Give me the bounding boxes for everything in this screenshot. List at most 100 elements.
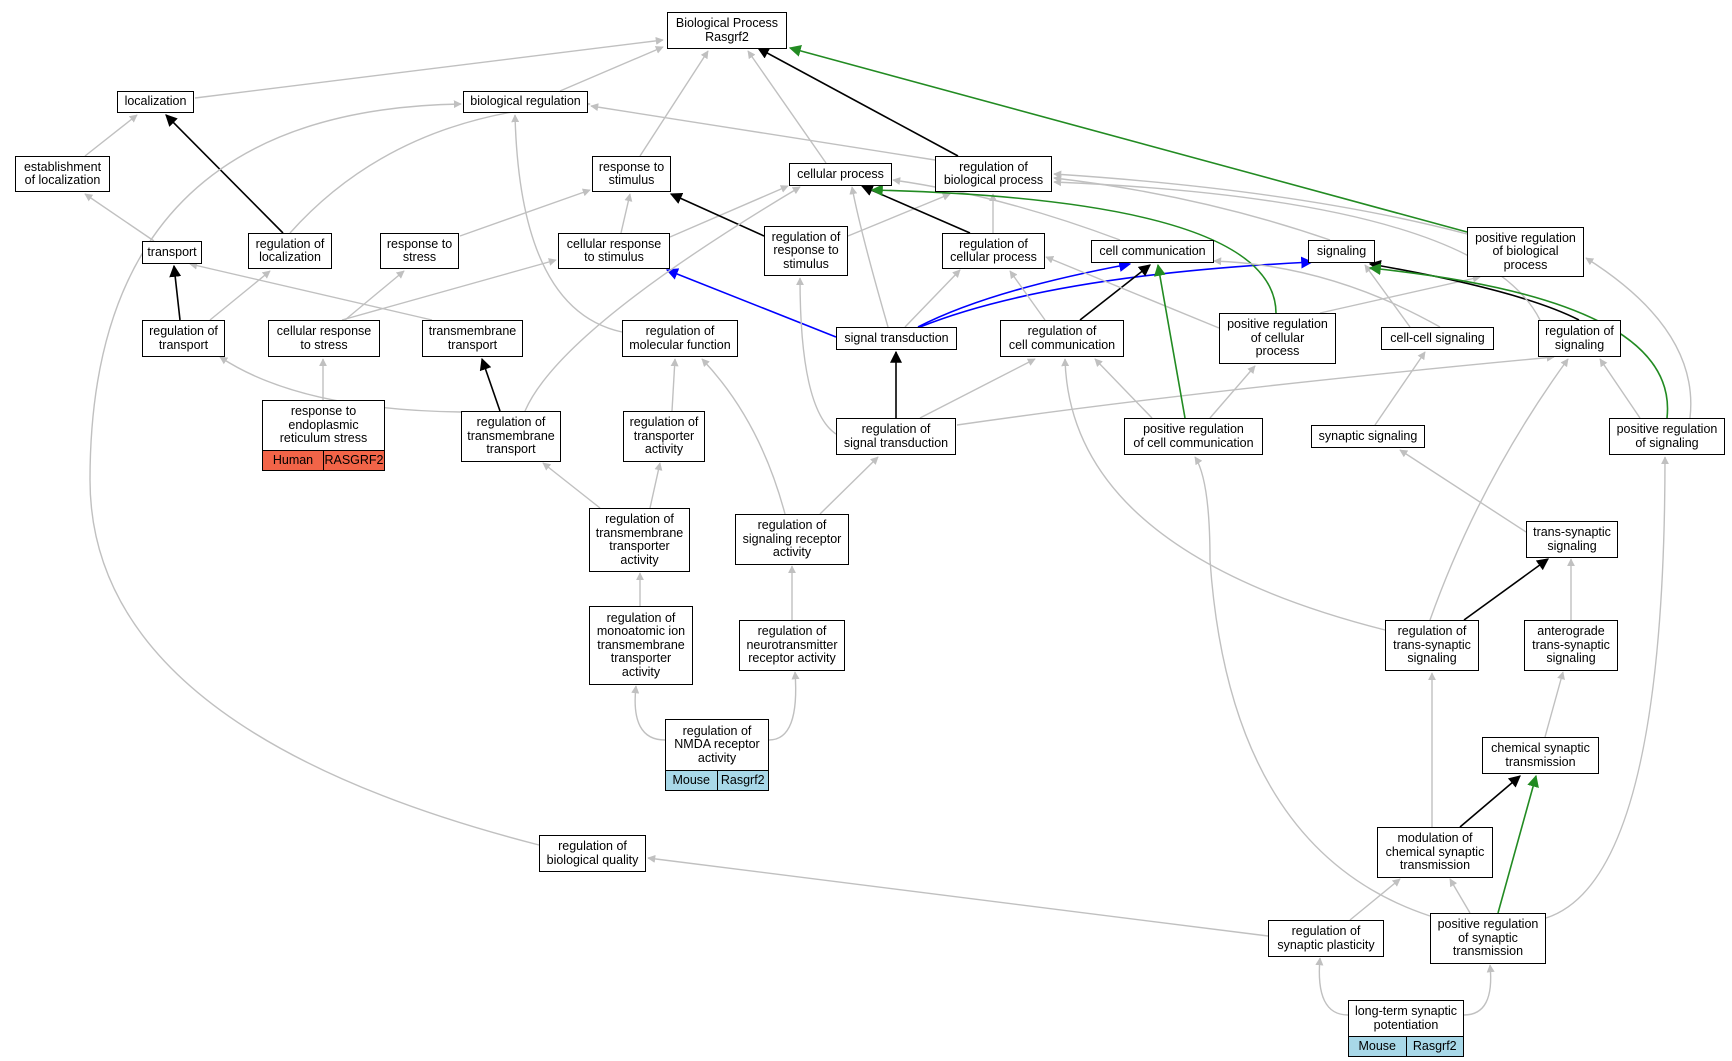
node-label: regulation of signaling receptor activit… [742, 518, 842, 560]
edge-reg-signal-transduction-to-reg-cell-comm [919, 358, 1036, 419]
node-regulation-of-transport[interactable]: regulation of transport [142, 320, 225, 357]
node-label: biological regulation [470, 94, 581, 109]
node-regulation-of-signaling-receptor-activity[interactable]: regulation of signaling receptor activit… [735, 514, 849, 565]
edge-cellular-response-to-stress-to-cellular-response-to-stimulus [341, 258, 557, 321]
edge-reg-synaptic-plasticity-to-reg-biological-quality [647, 854, 1269, 937]
node-modulation-of-chemical-synaptic-transmission[interactable]: modulation of chemical synaptic transmis… [1377, 827, 1493, 878]
node-label: regulation of transport [149, 324, 218, 352]
node-label: positive regulation of biological proces… [1475, 230, 1576, 272]
edge-signal-transduction-to-cell-communication [917, 260, 1132, 328]
node-label: transport [147, 244, 197, 259]
node-positive-regulation-of-signaling[interactable]: positive regulation of signaling [1609, 418, 1725, 455]
node-label: regulation of molecular function [629, 324, 731, 352]
edge-cell-cell-signaling-to-signaling [1364, 264, 1411, 328]
node-label: signaling [1316, 243, 1367, 258]
node-regulation-of-transmembrane-transporter-activity[interactable]: regulation of transmembrane transporter … [589, 508, 690, 572]
node-label: regulation of transmembrane transport [467, 415, 555, 457]
node-regulation-of-signaling[interactable]: regulation of signaling [1538, 320, 1621, 357]
node-signal-transduction[interactable]: signal transduction [836, 327, 957, 350]
node-response-to-er-stress[interactable]: response to endoplasmic reticulum stress… [262, 400, 385, 471]
edge-ltp-to-pos-reg-synaptic [1463, 964, 1495, 1016]
edge-cellular-response-to-stimulus-to-response-to-stimulus [620, 193, 633, 234]
node-positive-regulation-of-synaptic-transmission[interactable]: positive regulation of synaptic transmis… [1430, 913, 1546, 964]
node-synaptic-signaling[interactable]: synaptic signaling [1311, 425, 1425, 448]
edge-cellular-process-to-root [747, 50, 827, 164]
node-regulation-of-molecular-function[interactable]: regulation of molecular function [622, 320, 738, 357]
node-regulation-of-transmembrane-transport[interactable]: regulation of transmembrane transport [461, 411, 561, 462]
node-regulation-of-synaptic-plasticity[interactable]: regulation of synaptic plasticity [1268, 920, 1384, 957]
edge-cellular-response-to-stimulus-to-cellular-process [669, 185, 789, 238]
edge-pos-reg-cellular-process-to-pos-reg-bp [1319, 274, 1481, 314]
edge-pos-reg-signaling-to-reg-signaling [1599, 358, 1641, 419]
edge-localization-to-root [194, 36, 664, 99]
node-cell-communication[interactable]: cell communication [1091, 240, 1214, 263]
node-regulation-of-monoatomic-ion-transmembrane-transporter-activity[interactable]: regulation of monoatomic ion transmembra… [589, 606, 693, 685]
node-cell-cell-signaling[interactable]: cell-cell signaling [1381, 327, 1494, 350]
node-label: regulation of transporter activity [629, 415, 699, 457]
node-cellular-response-to-stimulus[interactable]: cellular response to stimulus [558, 233, 670, 269]
edge-pos-reg-cell-comm-to-pos-reg-cellular-process [1209, 365, 1256, 419]
node-positive-regulation-of-biological-process[interactable]: positive regulation of biological proces… [1467, 227, 1584, 277]
node-regulation-of-cell-communication[interactable]: regulation of cell communication [1000, 320, 1124, 357]
node-label: Biological Process Rasgrf2 [675, 16, 779, 44]
node-establishment-of-localization[interactable]: establishment of localization [15, 156, 110, 192]
node-localization[interactable]: localization [117, 91, 194, 113]
edge-regulation-of-localization-to-localization [165, 114, 284, 234]
edge-signal-transduction-to-cellular-process [849, 186, 889, 328]
edge-reg-signal-transduction-to-reg-signaling [956, 353, 1555, 426]
node-trans-synaptic-signaling[interactable]: trans-synaptic signaling [1526, 521, 1618, 558]
species-tag: Human [263, 451, 323, 470]
edge-reg-signaling-to-signaling [1368, 259, 1580, 321]
edge-nmda-to-reg-monoatomic [631, 685, 666, 741]
node-regulation-of-biological-process[interactable]: regulation of biological process [935, 156, 1052, 192]
node-transmembrane-transport[interactable]: transmembrane transport [422, 320, 523, 357]
node-label: regulation of cell communication [1008, 324, 1116, 352]
node-label: trans-synaptic signaling [1533, 525, 1611, 553]
edge-trans-synaptic-to-synaptic-signaling [1399, 449, 1527, 533]
node-regulation-of-signal-transduction[interactable]: regulation of signal transduction [836, 418, 956, 455]
edge-pos-reg-synaptic-to-pos-reg-cell-comm [1194, 456, 1431, 917]
node-signaling[interactable]: signaling [1308, 240, 1375, 263]
node-cellular-process[interactable]: cellular process [789, 163, 892, 186]
edge-pos-reg-synaptic-to-pos-reg-signaling [1545, 456, 1669, 919]
node-anterograde-trans-synaptic-signaling[interactable]: anterograde trans-synaptic signaling [1524, 620, 1618, 671]
node-label: regulation of response to stimulus [771, 229, 841, 271]
node-label: regulation of biological quality [546, 839, 639, 867]
node-regulation-of-cellular-process[interactable]: regulation of cellular process [942, 233, 1045, 269]
node-response-to-stimulus[interactable]: response to stimulus [592, 156, 671, 192]
node-cellular-response-to-stress[interactable]: cellular response to stress [268, 320, 380, 357]
node-label: response to stimulus [598, 159, 665, 187]
node-regulation-of-response-to-stimulus[interactable]: regulation of response to stimulus [764, 226, 848, 276]
node-label: regulation of neurotransmitter receptor … [746, 624, 838, 666]
node-positive-regulation-of-cell-communication[interactable]: positive regulation of cell communicatio… [1124, 418, 1263, 455]
edge-ltp-to-reg-synaptic-plasticity [1315, 957, 1349, 1016]
node-regulation-of-neurotransmitter-receptor-activity[interactable]: regulation of neurotransmitter receptor … [739, 620, 845, 671]
edge-pos-reg-cellular-process-to-reg-cellular-process [1045, 256, 1220, 329]
node-label: regulation of transmembrane transporter … [595, 512, 684, 567]
node-positive-regulation-of-cellular-process[interactable]: positive regulation of cellular process [1219, 313, 1336, 364]
node-transport[interactable]: transport [142, 241, 202, 264]
node-label: regulation of signaling [1545, 324, 1614, 352]
edge-synaptic-signaling-to-cell-cell-signaling [1374, 351, 1426, 426]
edge-chemical-synaptic-to-anterograde [1544, 671, 1565, 738]
node-chemical-synaptic-transmission[interactable]: chemical synaptic transmission [1482, 737, 1599, 774]
node-label: anterograde trans-synaptic signaling [1532, 624, 1610, 666]
node-label: positive regulation of cell communicatio… [1133, 422, 1254, 450]
node-regulation-of-trans-synaptic-signaling[interactable]: regulation of trans-synaptic signaling [1385, 620, 1479, 671]
edge-pos-reg-bp-to-reg-bp [1053, 170, 1468, 235]
node-regulation-of-biological-quality[interactable]: regulation of biological quality [539, 835, 646, 872]
node-biological-regulation[interactable]: biological regulation [463, 91, 588, 113]
node-biological-process-root[interactable]: Biological Process Rasgrf2 [667, 12, 787, 49]
edge-reg-tm-transport-to-cellular-process [524, 186, 801, 412]
node-label: regulation of synaptic plasticity [1277, 924, 1375, 952]
node-label: response to stress [386, 236, 453, 264]
edge-reg-synaptic-plasticity-to-modulation [1349, 878, 1401, 921]
edge-pos-reg-signaling-to-pos-reg-bp [1585, 257, 1692, 419]
node-regulation-of-transporter-activity[interactable]: regulation of transporter activity [623, 411, 705, 462]
node-response-to-stress[interactable]: response to stress [380, 233, 459, 269]
edge-regulation-of-transport-to-regulation-of-localization [209, 270, 271, 321]
node-regulation-of-localization[interactable]: regulation of localization [248, 233, 332, 269]
